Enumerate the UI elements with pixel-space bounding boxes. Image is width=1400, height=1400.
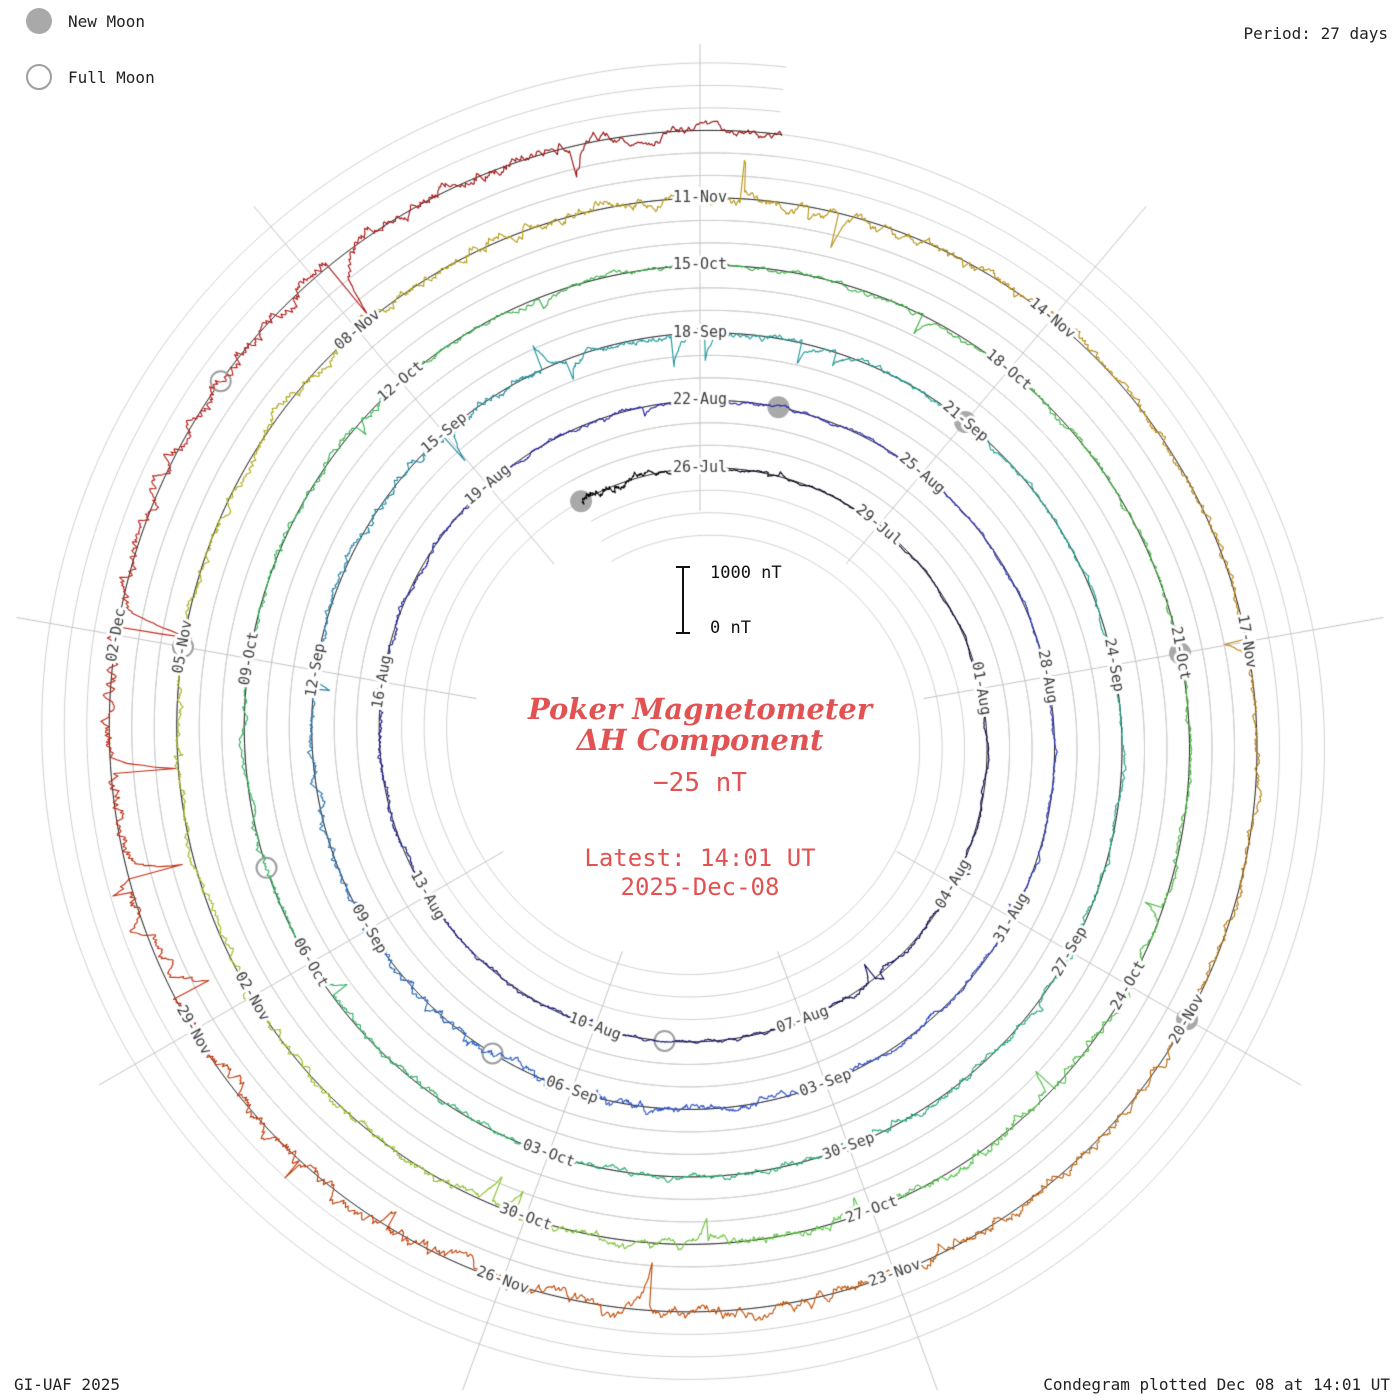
full-moon-icon bbox=[26, 64, 52, 90]
credit-label: GI-UAF 2025 bbox=[14, 1375, 120, 1394]
scale-top-label: 1000 nT bbox=[710, 563, 782, 583]
period-label: Period: 27 days bbox=[1243, 24, 1389, 43]
legend-row-new-moon: New Moon bbox=[26, 6, 155, 36]
scale-bar-line bbox=[676, 566, 690, 634]
scale-bottom-label: 0 nT bbox=[710, 618, 751, 638]
moon-legend: New Moon Full Moon bbox=[26, 6, 155, 118]
new-moon-label: New Moon bbox=[68, 11, 146, 31]
legend-row-full-moon: Full Moon bbox=[26, 62, 155, 92]
plot-timestamp-label: Condegram plotted Dec 08 at 14:01 UT bbox=[1043, 1375, 1390, 1394]
scale-bar: 1000 nT 0 nT bbox=[676, 563, 782, 638]
full-moon-label: Full Moon bbox=[68, 67, 155, 87]
new-moon-icon bbox=[26, 8, 52, 34]
